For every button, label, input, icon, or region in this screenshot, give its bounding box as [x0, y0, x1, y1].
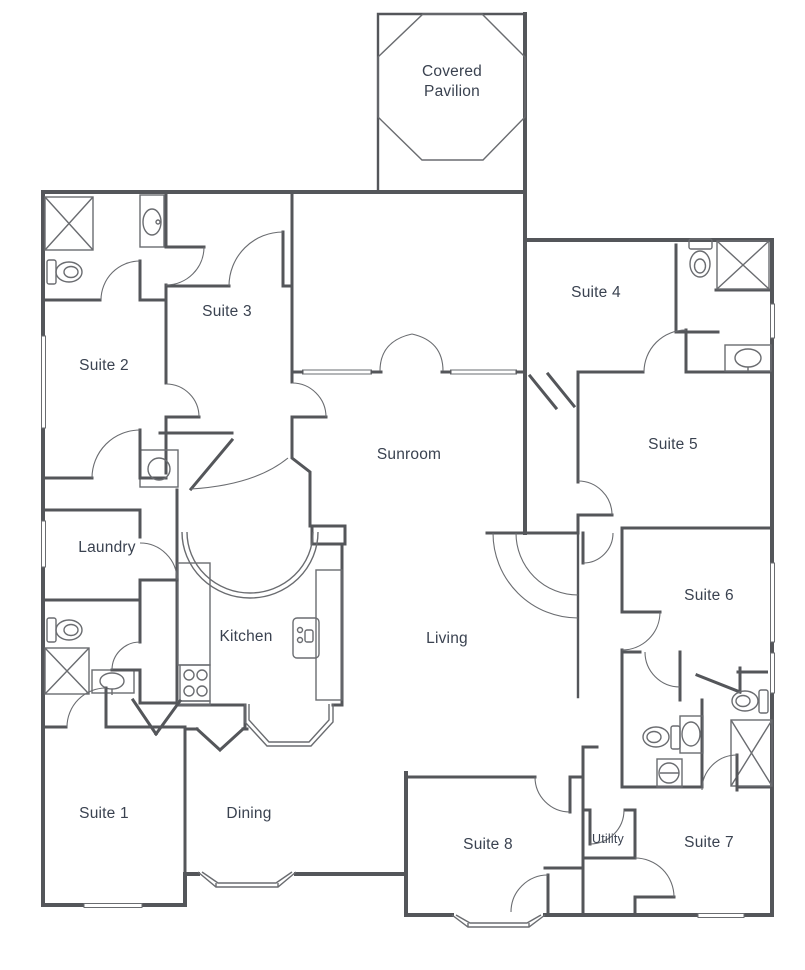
double-door-icon	[194, 726, 246, 753]
pavilion-octagon	[377, 13, 526, 161]
bifold-door-icon	[527, 371, 577, 411]
door-swing-icon	[588, 808, 625, 846]
bay-window-icon	[244, 704, 334, 747]
window-icon	[83, 903, 143, 908]
door-swing-icon	[644, 650, 682, 689]
curved-wall	[181, 531, 319, 599]
room-label-dining: Dining	[226, 805, 272, 822]
door-swing-icon	[164, 245, 206, 286]
room-label-suite-2: Suite 2	[79, 357, 129, 374]
window-icon	[41, 520, 46, 568]
laundry-tub-icon	[139, 449, 179, 488]
windows	[39, 303, 776, 919]
room-label-suite-6: Suite 6	[684, 587, 734, 604]
kitchen-sink-icon	[292, 617, 320, 659]
door-swing-icon	[510, 873, 550, 914]
door-swing-icon	[576, 480, 614, 517]
window-icon	[770, 652, 775, 694]
shower-icon	[44, 196, 94, 251]
room-label-living: Living	[426, 630, 468, 647]
window-icon	[41, 335, 46, 429]
door-swing-icon	[138, 542, 179, 582]
room-label-kitchen: Kitchen	[219, 628, 273, 645]
toilet-icon	[642, 725, 681, 750]
bath-1-fixtures	[44, 194, 165, 285]
covered-pavilion-structure	[376, 12, 527, 194]
toilet-icon	[46, 617, 83, 643]
window-icon	[302, 369, 372, 375]
curved-wall	[186, 531, 314, 594]
door-swing-icon	[228, 230, 285, 288]
shower-icon	[716, 240, 770, 290]
kitchen-features	[139, 437, 343, 706]
kitchen-island-icon	[315, 569, 343, 701]
doors	[66, 230, 739, 914]
bay-window-icon	[451, 914, 546, 928]
door-swing-icon	[534, 775, 572, 814]
bath-2-fixtures	[44, 617, 135, 695]
toilet-icon	[731, 689, 769, 714]
sink-icon	[724, 344, 772, 372]
arched-opening-icon	[310, 524, 347, 546]
door-swing-icon	[633, 857, 676, 899]
bay-window-icon	[197, 871, 297, 888]
door-swing-icon	[620, 610, 662, 651]
room-label-suite-1: Suite 1	[79, 805, 129, 822]
door-swing-icon	[581, 531, 614, 565]
room-label-suite-7: Suite 7	[684, 834, 734, 851]
door-swing-icon	[91, 428, 142, 480]
door-swing-icon	[164, 383, 201, 419]
stove-icon	[179, 664, 211, 702]
room-label-covered-pavilion: Covered Pavilion	[422, 62, 482, 100]
door-swing-icon	[100, 259, 142, 302]
angled-doors-icon	[130, 697, 183, 737]
window-icon	[450, 369, 517, 375]
window-icon	[770, 562, 775, 643]
toilet-icon	[46, 259, 83, 285]
window-icon	[770, 303, 775, 339]
sink-icon	[656, 758, 683, 788]
window-icon	[697, 913, 745, 918]
arched-opening-icon	[492, 532, 579, 619]
sink-icon	[91, 669, 135, 695]
room-label-suite-8: Suite 8	[463, 836, 513, 853]
door-swing-icon	[290, 382, 328, 419]
shower-icon	[44, 647, 90, 695]
room-label-sunroom: Sunroom	[376, 446, 442, 463]
bath-3-fixtures	[688, 238, 772, 372]
door-swing-icon	[66, 686, 108, 729]
door-swing-icon	[110, 641, 142, 672]
toilet-icon	[688, 238, 713, 278]
french-doors-icon	[379, 333, 444, 372]
room-label-suite-3: Suite 3	[202, 303, 252, 320]
angled-door-leaf	[188, 437, 235, 492]
vanity-icon	[679, 715, 704, 754]
door-swing-icon	[701, 753, 739, 792]
bay-windows	[197, 704, 546, 928]
room-label-suite-4: Suite 4	[571, 284, 621, 301]
kitchen-counter	[177, 562, 211, 666]
room-label-laundry: Laundry	[78, 539, 136, 556]
door-swing-icon	[643, 328, 688, 374]
room-label-utility: Utility	[592, 832, 624, 846]
room-label-suite-5: Suite 5	[648, 436, 698, 453]
sink-icon	[139, 194, 165, 248]
bath-4-fixtures	[642, 689, 773, 788]
